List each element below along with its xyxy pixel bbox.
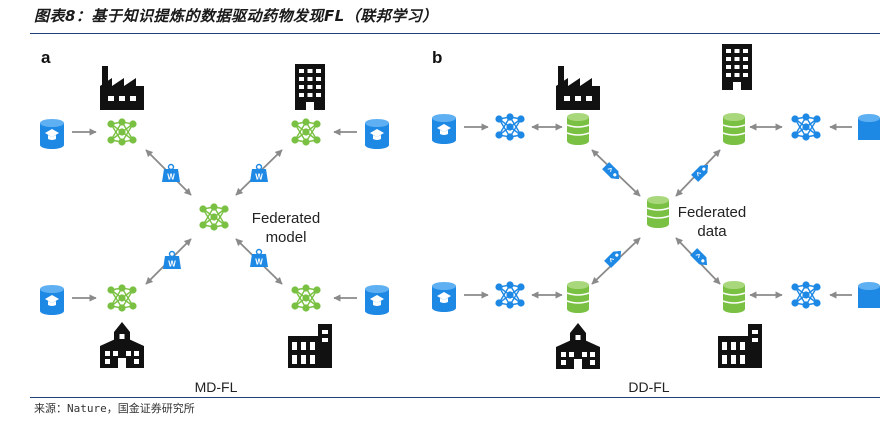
panel-a-center-label-2: model: [266, 229, 307, 246]
panel-a: a W W W W Federa: [40, 48, 389, 395]
figure-title: 图表8：基于知识提炼的数据驱动药物发现FL（联邦学习）: [34, 7, 438, 25]
education-database-icon: [40, 119, 64, 149]
weight-badge-1: W: [162, 163, 180, 182]
data-tag-icon: [603, 246, 626, 269]
office-building-icon: [295, 64, 325, 110]
weight-badge-4: W: [250, 248, 268, 267]
bottom-rule: [30, 397, 880, 398]
hospital-icon: [288, 324, 332, 368]
local-model-network-icon: [790, 280, 822, 310]
panel-b-letter: b: [432, 48, 442, 67]
federated-model-network-icon: [198, 202, 230, 232]
local-model-network-icon: [106, 117, 138, 147]
education-database-icon: [365, 119, 389, 149]
local-model-network-icon: [106, 283, 138, 313]
panel-b-center-label-2: data: [697, 223, 727, 240]
education-database-icon: [365, 285, 389, 315]
education-database-icon: [858, 282, 880, 308]
federated-data-database-icon: [646, 195, 670, 229]
panel-b: b Federated data: [432, 44, 880, 395]
local-data-database-icon: [722, 112, 746, 146]
education-database-icon: [432, 282, 456, 312]
figure-source: 来源：Nature，国金证券研究所: [34, 402, 195, 415]
education-database-icon: [40, 285, 64, 315]
local-data-database-icon: [722, 280, 746, 314]
weight-badge-label: W: [168, 260, 176, 269]
data-tag-icon: [689, 247, 712, 270]
top-rule: [30, 33, 880, 34]
school-icon: [556, 323, 600, 369]
local-model-network-icon: [290, 117, 322, 147]
local-model-network-icon: [494, 280, 526, 310]
weight-badge-label: W: [255, 173, 263, 182]
education-database-icon: [432, 114, 456, 144]
weight-badge-2: W: [250, 163, 268, 182]
panel-b-caption: DD-FL: [628, 379, 669, 395]
panel-a-caption: MD-FL: [195, 379, 238, 395]
education-database-icon: [858, 114, 880, 140]
data-tag-icon: [690, 160, 713, 183]
local-model-network-icon: [290, 283, 322, 313]
data-tag-icon: [601, 161, 624, 184]
weight-badge-label: W: [167, 173, 175, 182]
local-model-network-icon: [494, 112, 526, 142]
panel-a-center-label-1: Federated: [252, 210, 320, 227]
panel-a-letter: a: [41, 48, 51, 67]
factory-icon: [100, 66, 144, 110]
local-data-database-icon: [566, 280, 590, 314]
hospital-icon: [718, 324, 762, 368]
school-icon: [100, 322, 144, 368]
panel-b-center-label-1: Federated: [678, 204, 746, 221]
local-data-database-icon: [566, 112, 590, 146]
weight-badge-label: W: [255, 258, 263, 267]
office-building-icon: [722, 44, 752, 90]
local-model-network-icon: [790, 112, 822, 142]
weight-badge-3: W: [163, 250, 181, 269]
factory-icon: [556, 66, 600, 110]
